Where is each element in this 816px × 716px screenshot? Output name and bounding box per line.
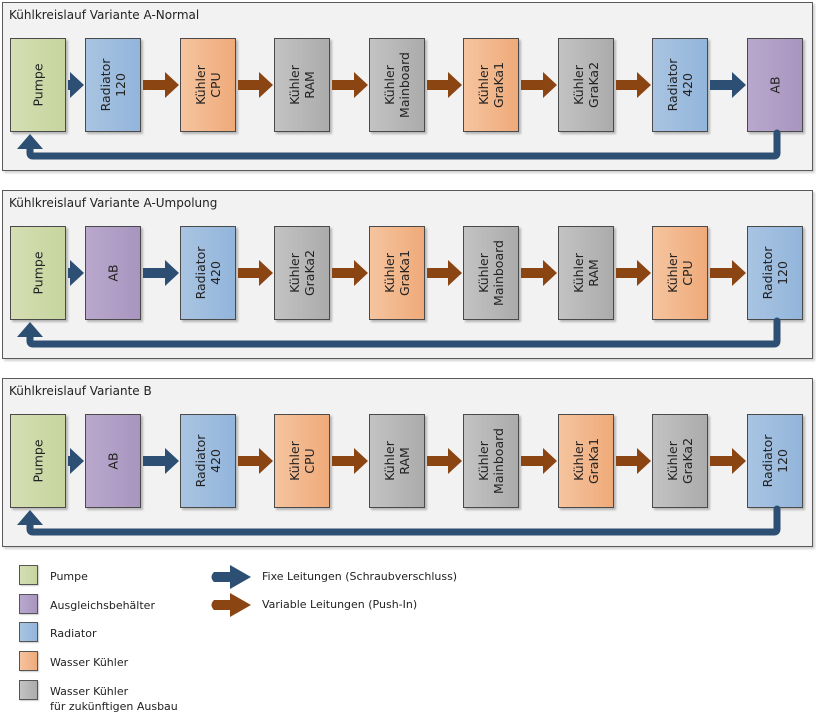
variant-title: Kühlkreislauf Variante A-Normal	[9, 8, 200, 22]
component-kühler-cpu: Kühler CPU	[652, 226, 708, 320]
component-label: Pumpe	[30, 439, 46, 483]
legend-swatch-kuehler	[19, 651, 38, 671]
component-label: Radiator 420	[665, 58, 695, 112]
component-kühler-cpu: Kühler CPU	[274, 414, 330, 508]
component-label: Pumpe	[30, 63, 46, 107]
component-label: Radiator 420	[193, 246, 223, 300]
component-label: Radiator 120	[760, 434, 790, 488]
component-label: Radiator 120	[760, 246, 790, 300]
component-kühler-graka1: Kühler GraKa1	[463, 38, 519, 132]
component-kühler-mainboard: Kühler Mainboard	[369, 38, 425, 132]
component-ab: AB	[85, 226, 141, 320]
component-radiator-120: Radiator 120	[747, 414, 803, 508]
legend-label: Pumpe	[50, 570, 88, 583]
component-label: Kühler CPU	[665, 253, 695, 293]
component-kühler-mainboard: Kühler Mainboard	[463, 414, 519, 508]
component-ab: AB	[747, 38, 803, 132]
component-kühler-ram: Kühler RAM	[558, 226, 614, 320]
component-label: Kühler GraKa1	[571, 437, 601, 485]
component-kühler-graka1: Kühler GraKa1	[369, 226, 425, 320]
component-label: AB	[105, 452, 121, 470]
component-pumpe: Pumpe	[10, 38, 66, 132]
component-label: Kühler RAM	[382, 441, 412, 481]
component-kühler-ram: Kühler RAM	[274, 38, 330, 132]
legend-label: Radiator	[50, 627, 97, 640]
component-radiator-420: Radiator 420	[180, 414, 236, 508]
component-label: Kühler RAM	[571, 253, 601, 293]
component-label: Kühler GraKa2	[571, 61, 601, 109]
legend-swatch-radiator	[19, 622, 38, 642]
component-kühler-graka2: Kühler GraKa2	[274, 226, 330, 320]
component-kühler-mainboard: Kühler Mainboard	[463, 226, 519, 320]
component-kühler-graka1: Kühler GraKa1	[558, 414, 614, 508]
legend-line-label: Variable Leitungen (Push-In)	[262, 598, 418, 611]
component-label: Kühler Mainboard	[476, 428, 506, 494]
component-label: Kühler Mainboard	[476, 240, 506, 306]
component-ab: AB	[85, 414, 141, 508]
component-radiator-420: Radiator 420	[652, 38, 708, 132]
component-label: Kühler GraKa1	[382, 249, 412, 297]
legend-line-label: Fixe Leitungen (Schraubverschluss)	[262, 570, 458, 583]
component-label: Kühler Mainboard	[382, 52, 412, 118]
component-label: Kühler CPU	[287, 441, 317, 481]
component-label: Radiator 420	[193, 434, 223, 488]
component-pumpe: Pumpe	[10, 414, 66, 508]
component-label: Radiator 120	[98, 58, 128, 112]
component-label: Kühler GraKa2	[287, 249, 317, 297]
variant-title: Kühlkreislauf Variante A-Umpolung	[9, 196, 218, 210]
component-label: Kühler RAM	[287, 65, 317, 105]
legend-label: Wasser Kühler für zukünftigen Ausbau	[50, 685, 178, 713]
variant-title: Kühlkreislauf Variante B	[9, 384, 152, 398]
component-label: Kühler GraKa1	[476, 61, 506, 109]
component-label: Kühler GraKa2	[665, 437, 695, 485]
legend-swatch-pumpe	[19, 565, 38, 585]
component-label: AB	[105, 264, 121, 282]
legend-swatch-future	[19, 680, 38, 700]
legend-variable-line-arrow	[211, 593, 251, 617]
legend-label: Ausgleichsbehälter	[50, 599, 155, 612]
legend-fixed-line-arrow	[211, 565, 251, 589]
component-pumpe: Pumpe	[10, 226, 66, 320]
component-kühler-graka2: Kühler GraKa2	[558, 38, 614, 132]
component-kühler-ram: Kühler RAM	[369, 414, 425, 508]
component-kühler-graka2: Kühler GraKa2	[652, 414, 708, 508]
component-label: AB	[767, 76, 783, 94]
component-kühler-cpu: Kühler CPU	[180, 38, 236, 132]
component-radiator-420: Radiator 420	[180, 226, 236, 320]
legend-label: Wasser Kühler	[50, 656, 129, 669]
component-radiator-120: Radiator 120	[85, 38, 141, 132]
component-label: Pumpe	[30, 251, 46, 295]
legend-swatch-ab	[19, 594, 38, 614]
component-radiator-120: Radiator 120	[747, 226, 803, 320]
component-label: Kühler CPU	[193, 65, 223, 105]
